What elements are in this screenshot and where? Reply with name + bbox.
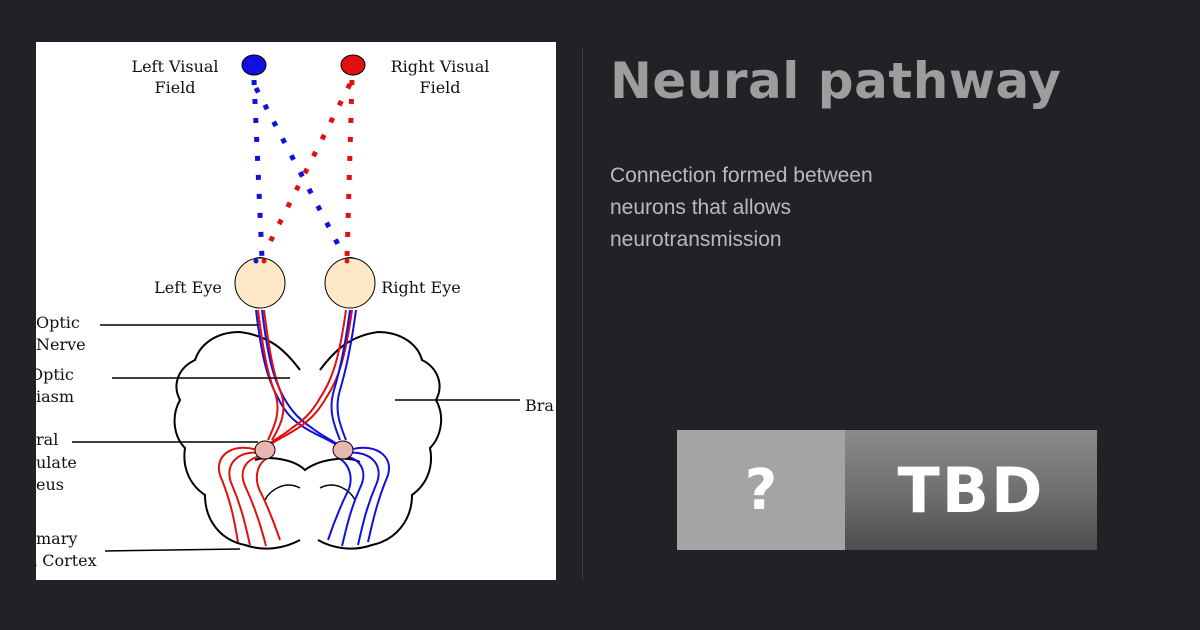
brain-outline [173, 330, 443, 550]
leader-lines [72, 324, 520, 552]
ray-left-field-to-right-eye [253, 86, 345, 254]
label-visual-cortex-line2: l Cortex [32, 551, 97, 570]
label-optic-nerve-line2: Nerve [36, 335, 86, 354]
ray-right-field-to-left-eye [262, 82, 353, 254]
visual-pathway-svg: Left Visual Field Right Visual Field Lef… [0, 0, 582, 630]
label-lgn-line1: ral [36, 430, 58, 449]
left-lateral-geniculate-nucleus [254, 440, 276, 460]
label-left-visual-field-line2: Field [154, 78, 195, 97]
label-optic-chiasm-line2: iasm [36, 387, 74, 406]
label-left-eye: Left Eye [154, 278, 222, 297]
label-right-visual-field-line1: Right Visual [391, 57, 490, 76]
diagram-canvas [36, 42, 556, 580]
label-optic-nerve-line1: Optic [36, 313, 80, 332]
label-right-eye: Right Eye [381, 278, 460, 297]
label-lgn-line3: eus [36, 475, 64, 494]
right-eye [324, 257, 376, 309]
left-visual-field-dot [241, 54, 267, 76]
visual-pathway-diagram: Left Visual Field Right Visual Field Lef… [0, 0, 582, 630]
label-visual-cortex-line1: mary [36, 529, 77, 548]
right-lateral-geniculate-nucleus [332, 440, 354, 460]
label-right-visual-field-line2: Field [419, 78, 460, 97]
right-visual-field-dot [340, 54, 366, 76]
definition-text: Connection formed between neurons that a… [610, 164, 873, 251]
badge-tbd-segment: TBD [845, 430, 1097, 550]
page-title: Neural pathway [610, 52, 1062, 110]
optic-fibres [217, 309, 390, 547]
label-optic-chiasm-line1: Optic [30, 365, 74, 384]
badge-question-segment: ? [677, 430, 845, 550]
label-left-visual-field-line1: Left Visual [131, 57, 218, 76]
status-badge: ? TBD [677, 430, 1097, 550]
left-eye [234, 257, 286, 309]
label-lgn-line2: ulate [36, 453, 77, 472]
label-brain: Bra [525, 396, 554, 415]
panel-divider [582, 48, 583, 580]
